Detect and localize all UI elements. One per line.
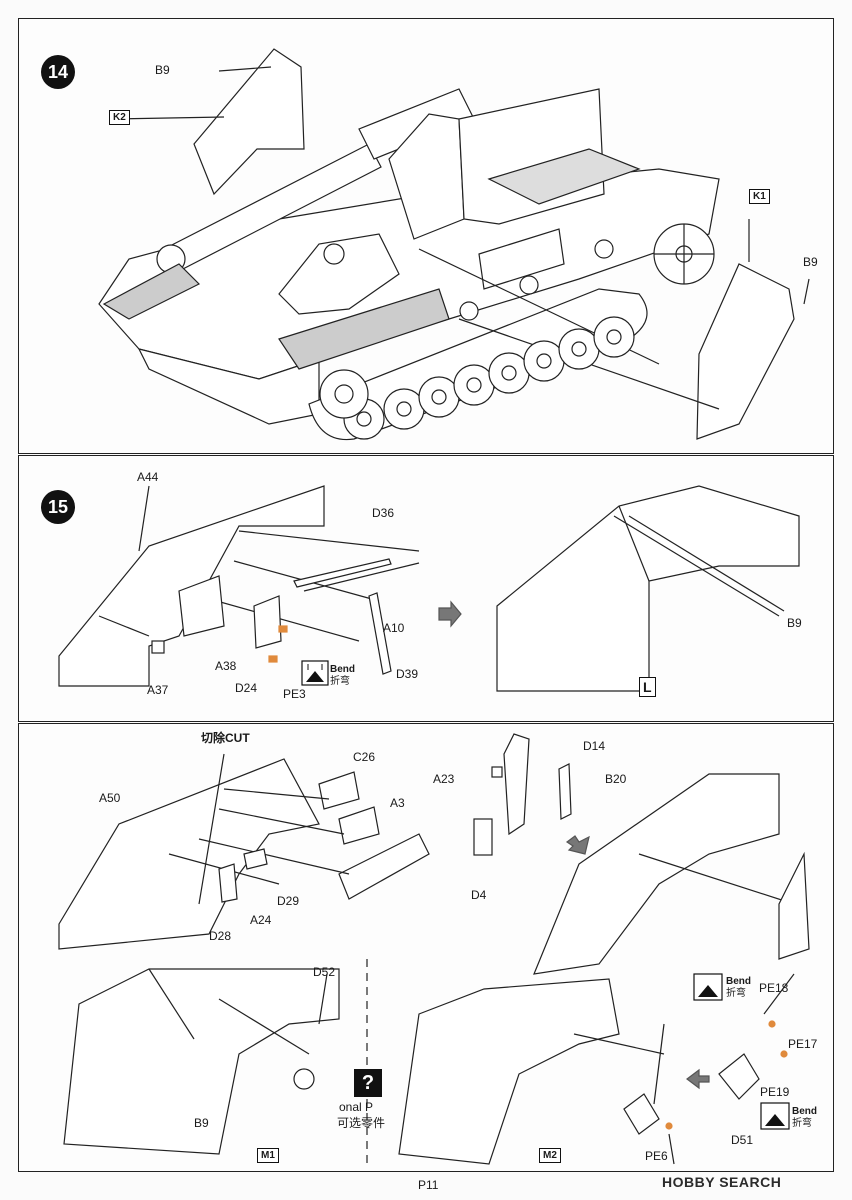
watermark-logo: HOBBY SEARCH <box>662 1174 782 1190</box>
label-d29: D29 <box>277 894 300 908</box>
label-pe19: PE19 <box>760 1085 790 1099</box>
label-b9-right: B9 <box>803 255 818 269</box>
optional-label-cn: 可选零件 <box>337 1116 386 1130</box>
bend-icon-b <box>760 1102 790 1130</box>
step-16-panel: 切除CUT C26 A50 A3 D29 A24 D28 A23 D14 B20… <box>18 723 834 1172</box>
label-pe17: PE17 <box>788 1037 818 1051</box>
label-c26: C26 <box>353 750 376 764</box>
label-d36: D36 <box>372 506 395 520</box>
label-m1: M1 <box>257 1148 279 1163</box>
step-number: 14 <box>41 55 75 89</box>
bend-label-en: Bend <box>726 976 751 987</box>
step-15-panel: 15 A44 D36 A10 D39 A37 A38 D24 PE3 Bend … <box>18 455 834 722</box>
label-d14: D14 <box>583 739 606 753</box>
label-a38: A38 <box>215 659 237 673</box>
label-a37: A37 <box>147 683 169 697</box>
step-14-panel: 14 B9 K2 K1 B9 <box>18 18 834 454</box>
step-number: 15 <box>41 490 75 524</box>
label-a3: A3 <box>390 796 405 810</box>
step-15-drawing <box>58 485 800 692</box>
label-a44: A44 <box>137 470 159 484</box>
label-d24: D24 <box>235 681 258 695</box>
label-a50: A50 <box>99 791 121 805</box>
bend2-label-en: Bend <box>792 1106 817 1117</box>
label-m2: M2 <box>539 1148 561 1163</box>
bend2-label-cn: 折弯 <box>792 1118 812 1129</box>
bend-label-en: Bend <box>330 664 355 675</box>
label-k1: K1 <box>749 189 770 204</box>
label-d39: D39 <box>396 667 419 681</box>
label-cut: 切除CUT <box>201 731 250 745</box>
page-number: P11 <box>418 1178 439 1192</box>
bend-icon-step15 <box>301 660 329 686</box>
label-d28: D28 <box>209 929 232 943</box>
bend-icon-a <box>693 973 723 1001</box>
label-b9: B9 <box>787 616 802 630</box>
label-a10: A10 <box>383 621 405 635</box>
label-b9: B9 <box>194 1116 209 1130</box>
step-16-drawing <box>58 733 810 1169</box>
label-b20: B20 <box>605 772 627 786</box>
label-b9-top: B9 <box>155 63 170 77</box>
label-a24: A24 <box>250 913 272 927</box>
label-d51: D51 <box>731 1133 754 1147</box>
label-a23: A23 <box>433 772 455 786</box>
bend-label-cn: 折弯 <box>330 676 350 687</box>
label-pe18: PE18 <box>759 981 789 995</box>
optional-label-en: onal P <box>339 1100 374 1114</box>
label-pe3: PE3 <box>283 687 306 701</box>
step-14-drawing <box>98 48 810 441</box>
bend-label-cn: 折弯 <box>726 988 746 999</box>
label-k2: K2 <box>109 110 130 125</box>
label-pe6: PE6 <box>645 1149 668 1163</box>
optional-part-icon: ? <box>354 1069 382 1097</box>
label-l: L <box>639 677 656 697</box>
label-d4: D4 <box>471 888 487 902</box>
label-d52: D52 <box>313 965 336 979</box>
